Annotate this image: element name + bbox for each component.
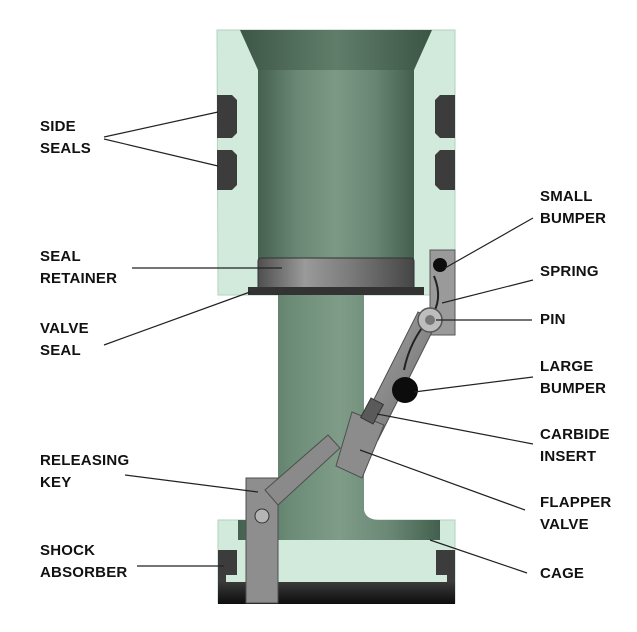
label-releasing-key-line2: KEY (40, 474, 72, 491)
label-flapper-valve: FLAPPER VALVE (540, 492, 611, 536)
seal-retainer-ring (257, 257, 415, 292)
label-valve-seal-line2: SEAL (40, 342, 81, 359)
small-bumper (433, 258, 447, 272)
label-flapper-valve-line1: FLAPPER (540, 494, 612, 511)
label-spring-line1: SPRING (540, 263, 599, 280)
label-small-bumper-line2: BUMPER (540, 210, 607, 227)
label-cage: CAGE (540, 563, 584, 585)
label-pin: PIN (540, 309, 566, 331)
label-large-bumper: LARGE BUMPER (540, 356, 606, 400)
label-large-bumper-line2: BUMPER (540, 380, 607, 397)
leader-small-bumper (444, 217, 534, 269)
leader-valve-seal (103, 291, 251, 346)
label-shock-absorber-line2: ABSORBER (40, 564, 128, 581)
label-valve-seal-line1: VALVE (40, 320, 89, 337)
shock-absorber-right (436, 550, 455, 583)
side-seal-upper-left (217, 95, 237, 138)
side-seal-lower-right (435, 150, 455, 190)
label-small-bumper: SMALL BUMPER (540, 186, 606, 230)
label-cage-line1: CAGE (540, 565, 585, 582)
side-seal-upper-right (435, 95, 455, 138)
leader-lines (103, 111, 534, 574)
label-carbide-insert-line1: CARBIDE (540, 426, 610, 443)
label-large-bumper-line1: LARGE (540, 358, 594, 375)
shock-absorber-left (218, 550, 237, 583)
label-side-seals-line1: SIDE (40, 118, 76, 135)
leader-spring (441, 279, 534, 304)
label-side-seals-line2: SEALS (40, 140, 92, 157)
label-flapper-valve-line2: VALVE (540, 516, 589, 533)
leader-carbide-insert (376, 413, 534, 445)
label-shock-absorber: SHOCK ABSORBER (40, 540, 127, 584)
label-side-seals: SIDE SEALS (40, 116, 91, 160)
leader-flapper-valve (359, 449, 526, 511)
releasing-key-screw (254, 508, 270, 524)
large-bumper (392, 377, 418, 403)
leader-side-seals-upper (103, 111, 219, 138)
label-seal-retainer: SEAL RETAINER (40, 246, 117, 290)
label-pin-line1: PIN (540, 311, 566, 328)
label-seal-retainer-line1: SEAL (40, 248, 81, 265)
leader-releasing-key (124, 474, 259, 493)
side-seal-lower-left (217, 150, 237, 190)
label-small-bumper-line1: SMALL (540, 188, 593, 205)
label-releasing-key: RELEASING KEY (40, 450, 129, 494)
label-shock-absorber-line1: SHOCK (40, 542, 96, 559)
leader-large-bumper (413, 376, 534, 393)
valve-seal-ring (248, 287, 424, 295)
releasing-key-arm (264, 434, 341, 506)
leader-cage (429, 539, 528, 574)
label-valve-seal: VALVE SEAL (40, 318, 89, 362)
pin-center (425, 315, 435, 325)
label-releasing-key-line1: RELEASING (40, 452, 130, 469)
label-spring: SPRING (540, 261, 599, 283)
label-carbide-insert-line2: INSERT (540, 448, 597, 465)
label-carbide-insert: CARBIDE INSERT (540, 424, 610, 468)
funnel-throat (258, 70, 414, 265)
label-seal-retainer-line2: RETAINER (40, 270, 118, 287)
leader-side-seals-lower (103, 138, 219, 167)
